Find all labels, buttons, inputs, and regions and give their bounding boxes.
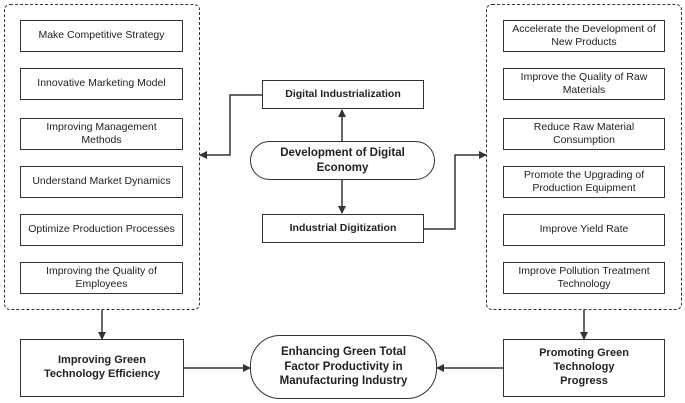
arrow-to-right-group: [424, 151, 487, 230]
green-tfp-pill: Enhancing Green Total Factor Productivit…: [250, 335, 437, 399]
right-item-6: Improve Pollution Treatment Technology: [503, 262, 665, 294]
right-item-2: Improve the Quality of Raw Materials: [503, 68, 665, 100]
left-item-5: Optimize Production Processes: [20, 214, 183, 246]
digital-industrialization-box: Digital Industrialization: [262, 80, 424, 109]
right-measures-group: [486, 4, 682, 310]
left-item-1: Make Competitive Strategy: [20, 20, 183, 52]
efficiency-box: Improving Green Technology Efficiency: [20, 339, 184, 397]
right-item-1: Accelerate the Development of New Produc…: [503, 20, 665, 52]
left-item-3: Improving Management Methods: [20, 118, 183, 150]
arrow-to-left-group: [199, 94, 262, 159]
digital-economy-pill: Development of Digital Economy: [250, 141, 435, 180]
industrial-digitization-box: Industrial Digitization: [262, 214, 424, 243]
left-item-2: Innovative Marketing Model: [20, 68, 183, 100]
right-item-3: Reduce Raw Material Consumption: [503, 118, 665, 150]
left-measures-group: [4, 4, 200, 310]
left-item-6: Improving the Quality of Employees: [20, 262, 183, 294]
left-item-4: Understand Market Dynamics: [20, 166, 183, 198]
right-item-4: Promote the Upgrading of Production Equi…: [503, 166, 665, 198]
right-item-5: Improve Yield Rate: [503, 214, 665, 246]
progress-box: Promoting Green Technology Progress: [503, 339, 665, 397]
